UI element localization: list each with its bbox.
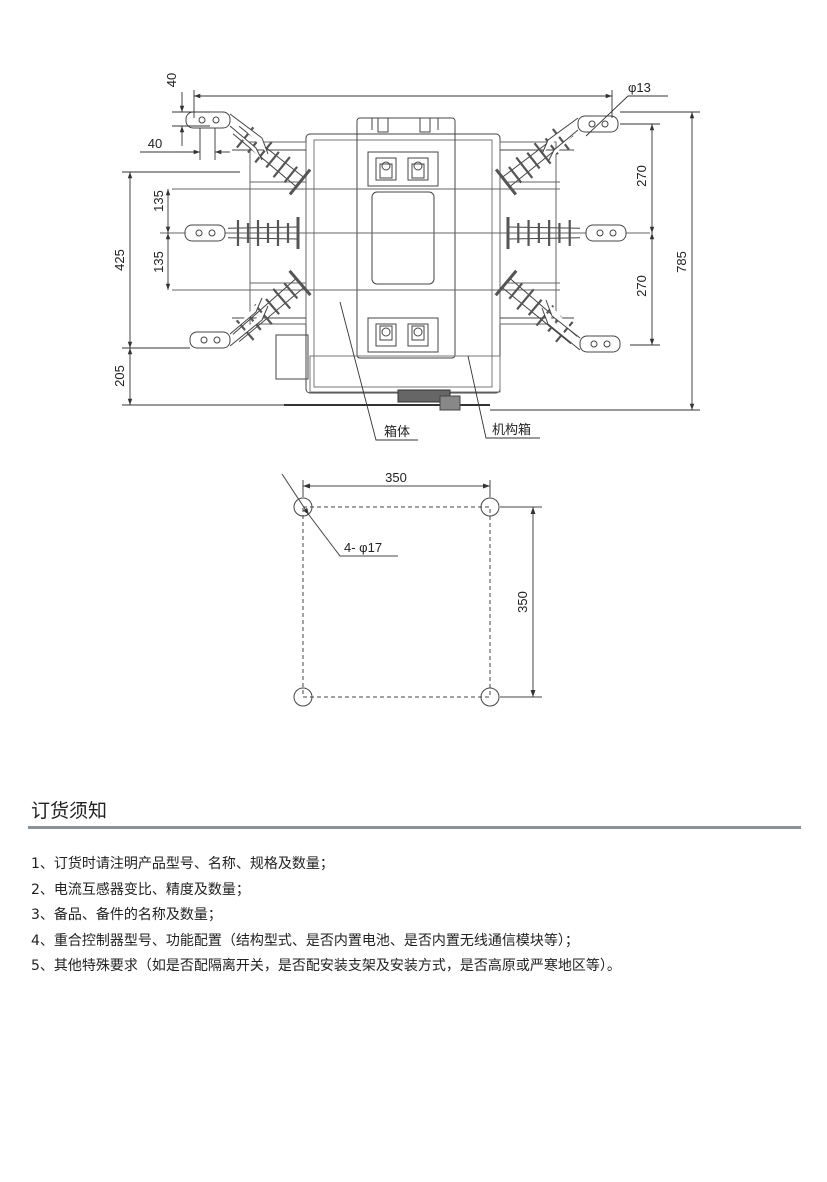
dim-785: 785 — [674, 251, 689, 273]
dim-135-upper: 135 — [151, 190, 166, 212]
insulator-top-right-shed — [551, 128, 570, 151]
dim-205: 205 — [112, 365, 127, 387]
insulator-bottom-left-flange — [288, 269, 312, 297]
insulator-top-right-shed — [526, 152, 541, 170]
insulator-bottom-left-shed — [265, 298, 280, 315]
label-box: 箱体 — [384, 424, 410, 439]
dim-40-left: 40 — [148, 136, 162, 151]
front-view-dimensions — [122, 90, 700, 441]
insulator-bottom-right-shed — [508, 282, 523, 300]
lug-bottom-left — [189, 297, 269, 349]
insulator-top-right-shed — [515, 156, 534, 179]
insulator-mid-right — [507, 226, 581, 240]
insulator-bottom-right-shed — [555, 321, 574, 343]
top-terminal-block — [367, 151, 439, 187]
center-column — [356, 117, 456, 359]
bottom-terminal-block — [367, 317, 439, 353]
lug-top-right — [541, 115, 619, 163]
list-item: 4、重合控制器型号、功能配置（结构型式、是否内置电池、是否内置无线通信模块等）； — [31, 932, 579, 949]
insulator-bushings — [227, 125, 581, 345]
mechanism-box — [275, 334, 309, 380]
insulator-bottom-right-shed — [516, 288, 535, 310]
dim-425: 425 — [112, 249, 127, 271]
dim-135-lower: 135 — [151, 251, 166, 273]
insulator-bottom-left-shed — [283, 282, 299, 300]
mount-hole-bl — [293, 687, 313, 707]
mount-hole-br — [480, 687, 500, 707]
insulator-bottom-right — [501, 278, 578, 345]
mount-hole-tr — [480, 497, 500, 517]
insulator-bottom-right-shed — [527, 299, 543, 316]
insulator-top-left-shed — [265, 151, 280, 169]
insulator-bottom-right-flange — [494, 269, 518, 297]
insulator-bottom-left-shed — [272, 288, 292, 310]
dim-270-upper: 270 — [634, 165, 649, 187]
base-view-dim-text: 350 350 4- φ17 — [344, 470, 530, 613]
list-item: 5、其他特殊要求（如是否配隔离开关，是否配安装支架及安装方式，是否高原或严寒地区… — [31, 958, 621, 974]
technical-drawing: 40 40 φ13 135 135 425 205 270 270 785 箱体… — [112, 73, 700, 707]
terminal-lugs — [184, 111, 627, 353]
dim-350-vertical: 350 — [515, 591, 530, 613]
insulator-top-right-flange — [494, 168, 518, 196]
list-item: 1、订货时请注明产品型号、名称、规格及数量； — [31, 856, 334, 872]
insulator-top-left — [232, 125, 305, 188]
dim-270-lower: 270 — [634, 275, 649, 297]
list-item: 2、电流互感器变比、精度及数量； — [31, 881, 250, 898]
dim-40-top: 40 — [164, 73, 179, 87]
main-housing — [305, 133, 501, 394]
lug-bottom-right — [541, 299, 621, 353]
lug-mid-left — [184, 224, 226, 242]
insulator-bottom-left — [232, 278, 305, 343]
section-divider — [28, 826, 801, 829]
insulator-top-left-flange — [288, 168, 312, 196]
insulator-top-left-shed — [254, 141, 273, 164]
label-mechanism: 机构箱 — [492, 422, 531, 437]
insulator-mid-left — [227, 226, 299, 240]
dim-phi13: φ13 — [628, 80, 651, 95]
insulator-top-left-shed — [283, 166, 299, 184]
ordering-list: 1、订货时请注明产品型号、名称、规格及数量； 2、电流互感器变比、精度及数量； … — [31, 852, 621, 980]
mount-hole-tl — [293, 497, 313, 517]
insulator-top-right-shed — [508, 166, 523, 184]
dim-350-horizontal: 350 — [385, 470, 407, 485]
base-view — [281, 473, 542, 707]
ordering-title: 订货须知 — [31, 800, 108, 822]
dim-hole-spec: 4- φ17 — [344, 540, 382, 555]
insulator-top-left-shed — [272, 156, 291, 178]
front-view-dim-text: 40 40 φ13 135 135 425 205 270 270 785 箱体… — [112, 73, 689, 439]
lug-mid-right — [585, 224, 627, 242]
mounting-outline — [302, 506, 491, 698]
insulator-top-right — [502, 127, 574, 188]
list-item: 3、备品、备件的名称及数量； — [31, 907, 222, 923]
lug-top-left — [185, 111, 269, 161]
front-view — [160, 117, 650, 411]
